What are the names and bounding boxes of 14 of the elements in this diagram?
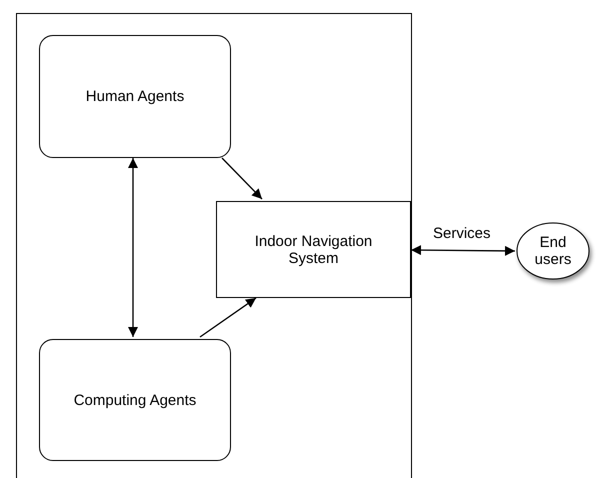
system-box [216, 201, 411, 298]
agent-box [39, 339, 231, 461]
arrow [128, 158, 138, 337]
user-ellipse [516, 222, 590, 280]
edge-label: Services [432, 224, 492, 242]
node-label: Computing Agents [74, 392, 196, 408]
agent-box [39, 35, 231, 158]
arrow [411, 245, 515, 256]
node-label: End users [534, 234, 572, 268]
arrow [222, 158, 262, 200]
node-label: Indoor Navigation System [254, 232, 374, 266]
arrow [200, 297, 256, 338]
panel-background [16, 13, 412, 478]
node-label: Human Agents [86, 88, 184, 105]
